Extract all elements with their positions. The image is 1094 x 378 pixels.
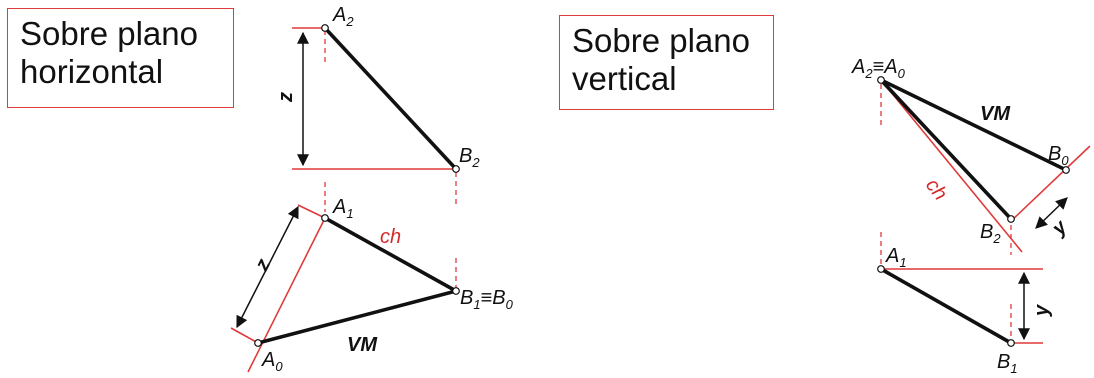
segment-a0-b0 (257, 289, 457, 345)
point-b0 (1062, 166, 1070, 174)
segment-a2-b2 (879, 78, 1013, 221)
label-a1-right: A1 (885, 245, 907, 270)
segment-a1-b1-right (880, 267, 1012, 345)
label-a2-a0: A2≡A0 (851, 56, 906, 81)
label-b0: B0 (1048, 143, 1069, 168)
red-perp-a0 (230, 327, 259, 344)
y-dimension-arrow-elevation (1035, 197, 1068, 229)
z-dimension-arrow-plan (236, 205, 299, 329)
segment-a1-b1 (324, 216, 457, 293)
title-vertical-line2: vertical (572, 60, 677, 97)
segment-a2-b2 (323, 26, 458, 171)
point-a2-a0 (877, 76, 885, 84)
title-box-horizontal: Sobre plano horizontal (7, 8, 234, 108)
title-vertical-line1: Sobre plano (572, 22, 750, 59)
red-line-ch-right (880, 79, 1023, 253)
point-b2 (452, 165, 460, 173)
red-line-ch (247, 217, 326, 373)
label-b1-right: B1 (997, 351, 1018, 376)
label-b1-b0: B1≡B0 (460, 287, 514, 312)
point-b2-right (1007, 215, 1015, 223)
point-b1-right (1007, 339, 1015, 347)
point-a1-right (877, 265, 885, 273)
label-vm-right: VM (980, 103, 1011, 125)
label-y-plan: y (1031, 304, 1053, 317)
label-b2-right: B2 (980, 221, 1001, 246)
label-ch-right: ch (921, 175, 951, 205)
title-box-vertical: Sobre plano vertical (559, 15, 774, 110)
label-ch-left: ch (380, 226, 401, 248)
red-perp-a1 (297, 204, 326, 219)
label-b2: B2 (459, 145, 480, 170)
segment-a2-b0 (880, 78, 1067, 172)
label-y-elevation: y (1047, 215, 1072, 240)
point-a2 (321, 24, 329, 32)
label-a1: A1 (332, 196, 354, 221)
point-a0 (254, 339, 262, 347)
label-a0: A0 (261, 349, 283, 374)
title-horizontal-line1: Sobre plano (20, 15, 198, 52)
label-z-elevation: z (275, 92, 297, 103)
vertical-plane-construction: A2≡A0 B0 B2 A1 B1 VM ch y y (851, 56, 1091, 376)
label-vm-left: VM (347, 334, 378, 356)
red-perp-b0 (1009, 145, 1091, 223)
point-a1 (321, 214, 329, 222)
label-a2: A2 (332, 4, 354, 29)
point-b1-b0 (452, 287, 460, 295)
horizontal-plane-construction: A2 B2 A1 B1≡B0 A0 z z ch VM (230, 4, 514, 374)
title-horizontal-line2: horizontal (20, 53, 164, 90)
